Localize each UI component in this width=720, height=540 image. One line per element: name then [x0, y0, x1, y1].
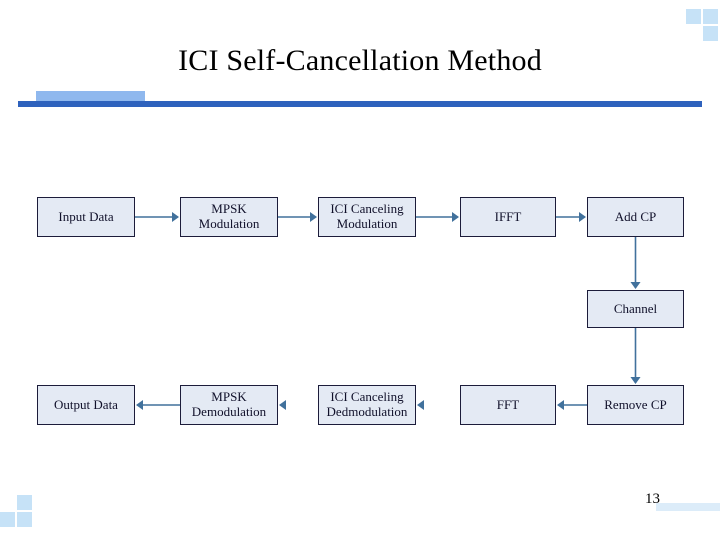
connector-arrowhead [630, 282, 641, 289]
connector-arrowhead [452, 211, 459, 223]
diagram-node-label: Remove CP [604, 396, 667, 412]
decoration-bottom-left-square [0, 512, 15, 527]
title-rule-accent [36, 91, 145, 101]
diagram-node-add-cp: Add CP [587, 197, 684, 237]
connector-arrowhead [310, 211, 317, 223]
decoration-top-right-square [703, 9, 718, 24]
diagram-node-input-data: Input Data [37, 197, 135, 237]
diagram-node-label: Add CP [614, 208, 657, 224]
connector-arrowhead [557, 399, 564, 411]
diagram-node-label: Input Data [58, 208, 114, 224]
diagram-node-output-data: Output Data [37, 385, 135, 425]
diagram-node-channel: Channel [587, 290, 684, 328]
decoration-top-right-square [703, 26, 718, 41]
title-rule [18, 101, 702, 107]
connector-arrowhead [417, 399, 424, 411]
connector-arrowhead [630, 377, 641, 384]
decoration-bottom-left-square [17, 512, 32, 527]
page-title: ICI Self-Cancellation Method [178, 44, 542, 77]
connector-arrowhead [279, 399, 286, 411]
connector-arrowhead [172, 211, 179, 223]
diagram-node-ifft: IFFT [460, 197, 556, 237]
diagram-node-label: Channel [613, 300, 658, 316]
decoration-top-right-square [686, 9, 701, 24]
connector-arrowhead [579, 211, 586, 223]
diagram-node-label: FFT [496, 396, 520, 412]
diagram-node-label: Output Data [54, 396, 118, 412]
footer-accent-bar [656, 503, 720, 511]
diagram-node-label: IFFT [494, 208, 522, 224]
decoration-bottom-left-square [17, 495, 32, 510]
diagram-node-remove-cp: Remove CP [587, 385, 684, 425]
diagram-node-fft: FFT [460, 385, 556, 425]
connector-arrowhead [136, 399, 143, 411]
